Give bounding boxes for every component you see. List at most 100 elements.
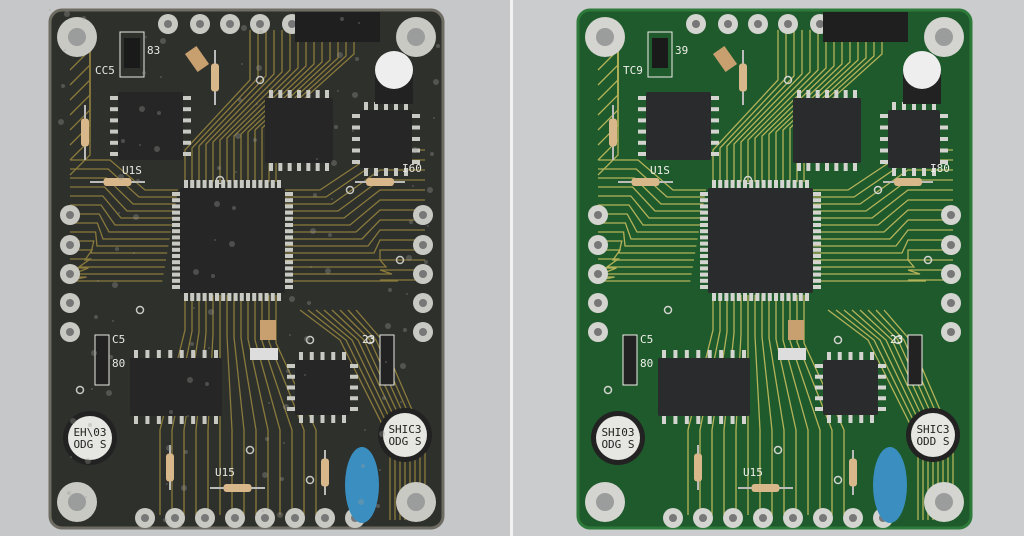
chip-pin [172,223,180,227]
chip [888,110,940,168]
chip-pin [252,293,257,301]
grime-spot [304,336,310,342]
chip-pin [172,210,180,215]
grime-spot [70,456,72,458]
chip-pin [912,168,916,176]
chip-pin [673,416,678,424]
qfp-chip [793,98,861,163]
chip-pin [749,293,754,301]
chip-pin [815,396,823,401]
resistor [631,178,660,186]
blue-capacitor [345,447,379,523]
chip-pin [246,293,250,301]
trace [285,189,425,219]
grime-spot [217,166,221,170]
pad-hole [947,299,955,307]
trace [70,231,169,247]
mounting-hole-center [935,28,953,46]
chip-pin [892,102,896,110]
via [305,475,315,485]
trace [355,309,426,520]
grime-spot [91,388,93,390]
trace [254,295,281,515]
trace [598,267,692,275]
grime-spot [316,158,318,160]
grime-spot [115,247,119,251]
qfp-microcontroller [708,188,813,293]
chip-pin [922,168,926,176]
chip-pin [183,118,191,123]
trace [775,30,851,182]
chip-pin [299,415,303,423]
chip-pin [730,416,735,424]
grime-spot [160,38,166,44]
chip-pin [374,168,378,176]
resistor [166,453,174,482]
trace [70,204,172,226]
chip-pin [813,278,821,283]
chip-pin [384,102,388,110]
trace [598,240,696,254]
chip-pin [673,350,678,358]
chip-pin [837,352,842,360]
chip-pin [813,260,821,265]
resistor [81,118,89,147]
chip-pin [736,180,741,188]
chip-pin [749,180,754,188]
chip-pin [711,107,719,112]
trace [598,231,697,247]
chip-pin [711,152,719,156]
grime-spot [118,174,124,180]
chip-pin [806,90,811,98]
resistor [694,453,702,482]
trace [70,177,176,205]
grime-spot [313,193,317,197]
silkscreen-label: TC9 [623,64,643,77]
trace [219,30,291,182]
grime-spot [208,309,214,315]
trace [813,239,953,254]
grime-spot [91,350,97,356]
chip-pin [306,90,311,98]
grime-spot [325,268,331,274]
chip-pin [184,180,188,188]
grime-spot [232,206,236,210]
chip-pin [743,180,747,188]
trace [285,169,425,205]
chip-pin [805,180,809,188]
trace [598,258,693,268]
soic-chip [130,358,222,416]
chip-pin [700,278,708,283]
chip-pin [168,416,173,424]
resistor [366,178,394,186]
pad-hole [66,270,74,278]
chip-pin [233,293,238,301]
trace [70,249,166,261]
chip-pin [239,180,244,188]
chip-pin [711,118,719,123]
grime-spot [355,57,359,61]
chip-pin [870,415,874,423]
grime-spot [85,458,91,464]
grime-spot [187,415,189,417]
soic-chip [646,92,711,160]
pad-hole [594,299,602,307]
grime-spot [376,504,380,508]
pad-hole [724,20,732,28]
chip-pin [813,266,821,271]
trace [70,267,164,275]
chip-pin [815,407,823,411]
chip-pin [227,293,232,301]
trace [789,295,821,515]
grime-spot [334,125,338,129]
grime-spot [286,369,290,373]
smd-capacitor [712,45,738,73]
chip-pin [813,229,821,234]
chip-pin [940,137,948,141]
regulator [124,38,140,68]
chip-pin [700,260,708,265]
chip-pin [797,163,801,171]
chip-pin [179,416,184,424]
silkscreen-box [119,31,145,78]
